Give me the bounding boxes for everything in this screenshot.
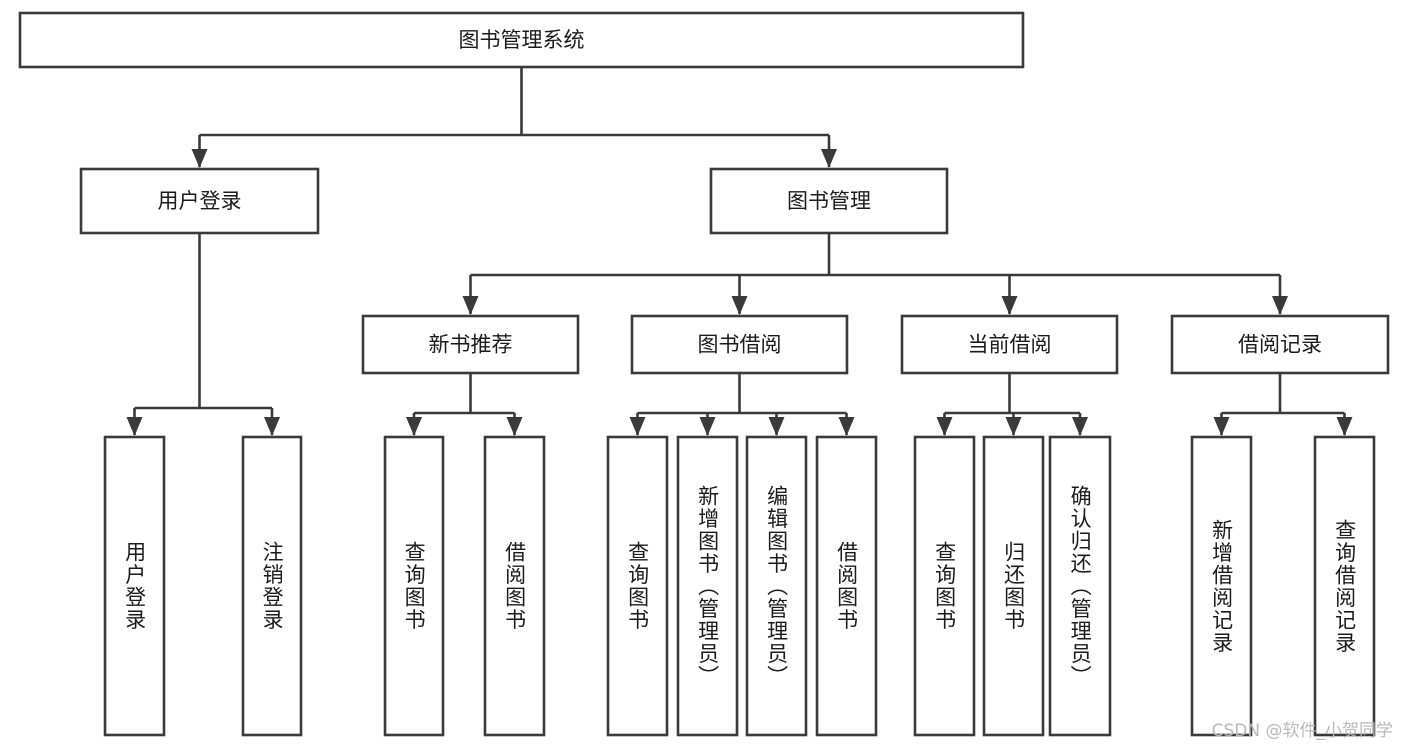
- arrow-head-icon-leaf-8: [936, 417, 953, 436]
- node-leaf-box-0[interactable]: [103, 435, 166, 737]
- node-level2-box-0[interactable]: [79, 167, 320, 235]
- arrow-head-icon-l3-0: [462, 296, 479, 315]
- node-level2-box-1[interactable]: [709, 167, 949, 235]
- arrow-head-icon-leaf-7: [838, 417, 855, 436]
- arrow-head-icon-l2-0: [191, 149, 208, 168]
- node-leaf-box-7[interactable]: [815, 435, 878, 737]
- arrow-head-icon-leaf-3: [506, 417, 523, 436]
- arrow-head-icon-leaf-0: [126, 417, 143, 436]
- node-leaf-box-3[interactable]: [483, 435, 546, 737]
- arrow-head-icon-leaf-10: [1072, 417, 1088, 436]
- node-level3-box-0[interactable]: [361, 314, 580, 375]
- node-level3-label-1: 图书借阅: [698, 333, 782, 357]
- box-layer: [18, 11, 1390, 737]
- arrow-head-icon-leaf-4: [629, 417, 646, 436]
- node-leaf-box-8[interactable]: [913, 435, 976, 737]
- arrow-head-icon-leaf-2: [406, 417, 422, 436]
- node-leaf-box-5[interactable]: [676, 435, 739, 737]
- node-leaf-box-10[interactable]: [1048, 435, 1112, 737]
- arrow-head-icon-l2-1: [821, 149, 837, 168]
- node-leaf-box-11[interactable]: [1190, 435, 1253, 737]
- arrow-head-icon-leaf-9: [1005, 417, 1022, 436]
- arrow-head-icon-leaf-5: [699, 417, 716, 436]
- node-level3-label-2: 当前借阅: [968, 333, 1052, 357]
- node-level2-label-0: 用户登录: [158, 189, 242, 213]
- arrow-head-icon-leaf-1: [264, 417, 280, 436]
- node-root-label: 图书管理系统: [459, 28, 585, 52]
- arrow-head-icon-leaf-12: [1336, 417, 1353, 436]
- node-level3-box-2[interactable]: [900, 314, 1119, 375]
- arrow-head-icon-l3-3: [1272, 296, 1288, 315]
- arrow-head-icon-leaf-6: [768, 417, 785, 436]
- arrow-head-icon-leaf-11: [1213, 417, 1230, 436]
- node-root-box[interactable]: [18, 11, 1025, 69]
- node-level3-box-3[interactable]: [1170, 314, 1390, 375]
- arrow-head-icon-l3-1: [731, 296, 748, 315]
- arrow-head-icon-l3-2: [1001, 296, 1018, 315]
- node-level3-label-3: 借阅记录: [1238, 333, 1322, 357]
- node-leaf-box-2[interactable]: [383, 435, 445, 737]
- node-level3-box-1[interactable]: [630, 314, 849, 375]
- connector-layer: [126, 67, 1353, 436]
- node-leaf-box-4[interactable]: [606, 435, 669, 737]
- node-leaf-box-1[interactable]: [241, 435, 303, 737]
- node-leaf-box-12[interactable]: [1313, 435, 1376, 737]
- watermark-text: CSDN @软件_小贺同学: [1211, 721, 1393, 741]
- node-level3-label-0: 新书推荐: [429, 333, 513, 357]
- node-leaf-box-6[interactable]: [745, 435, 808, 737]
- node-leaf-box-9[interactable]: [982, 435, 1045, 737]
- node-level2-label-1: 图书管理: [787, 189, 871, 213]
